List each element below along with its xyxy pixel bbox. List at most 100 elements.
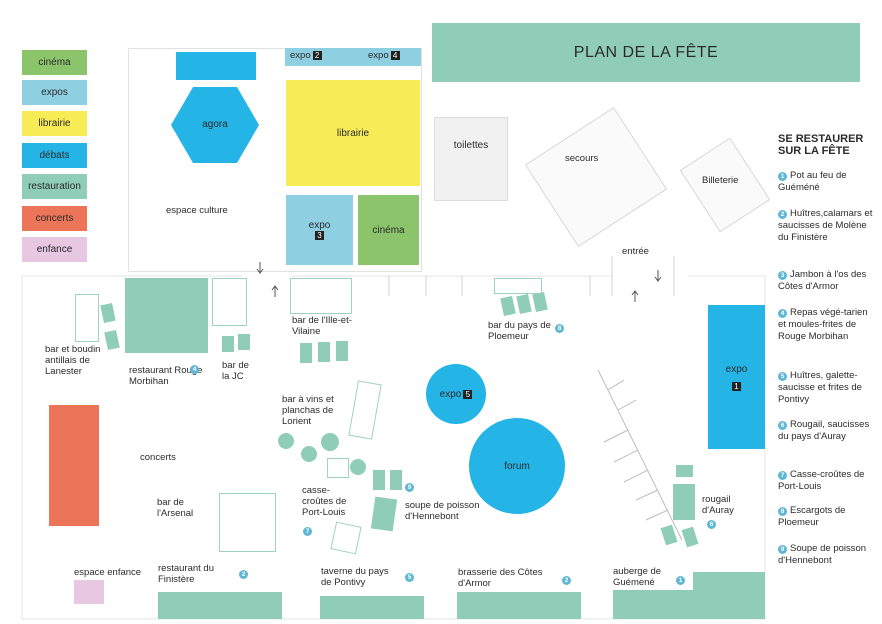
stand-block bbox=[300, 343, 312, 363]
stand-block bbox=[222, 336, 234, 352]
sidebar-item-number: 2 bbox=[778, 210, 787, 219]
stand-restaurant-finistere-number: 2 bbox=[239, 570, 248, 579]
stand-outline bbox=[494, 278, 542, 294]
fence-rib bbox=[603, 429, 629, 443]
table-round bbox=[350, 459, 366, 475]
expo-1-zone: expo 1 bbox=[708, 305, 765, 449]
stand-outline bbox=[327, 458, 349, 478]
legend-cinema: cinéma bbox=[22, 50, 87, 75]
stand-bar-arsenal-label: bar de l'Arsenal bbox=[157, 497, 194, 519]
fence-rib bbox=[607, 379, 625, 391]
sidebar-heading: SE RESTAURER SUR LA FÊTE bbox=[778, 133, 864, 157]
stand-taverne-label: taverne du pays de Pontivy bbox=[321, 566, 389, 588]
sidebar-item-number: 6 bbox=[778, 421, 787, 430]
stand-brasserie-zone bbox=[457, 592, 581, 619]
stand-block bbox=[238, 334, 250, 350]
stand-casse-croutes-number: 7 bbox=[303, 527, 312, 536]
stand-auberge-zone bbox=[613, 590, 765, 619]
stand-soupe-label: soupe de poisson d'Hennebont bbox=[405, 500, 480, 522]
stand-rouge-morbihan-number: 4 bbox=[190, 365, 199, 374]
stand-block bbox=[373, 470, 385, 490]
stand-bar-boudin-label: bar et boudin antillais de Lanester bbox=[45, 344, 101, 377]
stand-rougail-label: rougail d'Auray bbox=[702, 494, 734, 516]
cinema-zone: cinéma bbox=[358, 195, 419, 265]
secours-label: secours bbox=[565, 153, 599, 164]
stand-bar-ploemeur-label: bar du pays de Ploemeur bbox=[488, 320, 551, 342]
toilettes-zone: toilettes bbox=[434, 117, 508, 201]
stand-auberge-label: auberge de Guémené bbox=[613, 566, 662, 588]
stand-bar-vins-label: bar à vins et planchas de Lorient bbox=[282, 394, 334, 427]
sidebar-item-number: 3 bbox=[778, 271, 787, 280]
table-round bbox=[321, 433, 339, 451]
agora-roof bbox=[176, 52, 256, 80]
stand-auberge-zone-tall bbox=[693, 572, 765, 592]
arrow-down-head bbox=[256, 268, 264, 274]
stand-soupe-number: 9 bbox=[405, 483, 414, 492]
fence-rib bbox=[613, 449, 639, 463]
stand-block bbox=[676, 465, 693, 477]
sidebar-item-number: 5 bbox=[778, 372, 787, 381]
espace-enfance-zone bbox=[74, 580, 104, 604]
legend-restauration: restauration bbox=[22, 174, 87, 199]
stand-brasserie-label: brasserie des Côtes d'Armor bbox=[458, 567, 543, 589]
stand-taverne-zone bbox=[320, 596, 424, 619]
arrow-up-head bbox=[631, 290, 639, 296]
legend-librairie: librairie bbox=[22, 111, 87, 136]
concerts-stage bbox=[49, 405, 99, 526]
stand-outline bbox=[219, 493, 276, 552]
table-round bbox=[278, 433, 294, 449]
stand-block bbox=[673, 484, 695, 520]
stand-block bbox=[370, 496, 398, 532]
fence-rib bbox=[623, 469, 649, 483]
stand-taverne-number: 5 bbox=[405, 573, 414, 582]
table-round bbox=[301, 446, 317, 462]
forum-zone: forum bbox=[469, 418, 565, 514]
arrow-up-head bbox=[271, 285, 279, 291]
stand-outline bbox=[212, 278, 247, 326]
fence-spine bbox=[597, 369, 683, 541]
entree-label: entrée bbox=[622, 246, 649, 257]
stand-rouge-morbihan-zone bbox=[125, 278, 208, 353]
expo-2-number: 2 bbox=[312, 50, 322, 60]
stand-bar-ploemeur-number: 8 bbox=[555, 324, 564, 333]
stand-block bbox=[318, 342, 330, 362]
legend-enfance: enfance bbox=[22, 237, 87, 262]
legend-debats: débats bbox=[22, 143, 87, 168]
stand-restaurant-finistere-label: restaurant du Finistère bbox=[158, 563, 214, 585]
stand-brasserie-number: 2 bbox=[562, 576, 571, 585]
espace-culture-area bbox=[128, 48, 422, 272]
agora-shape bbox=[171, 87, 259, 163]
sidebar-item-number: 7 bbox=[778, 471, 787, 480]
expo-4-number: 4 bbox=[390, 50, 400, 60]
agora-hexagon bbox=[171, 87, 259, 163]
stand-casse-croutes-label: casse-croûtes de Port-Louis bbox=[302, 485, 347, 518]
stand-bar-ille-label: bar de l'Ille-et-Vilaine bbox=[292, 315, 352, 337]
arrow-down-head bbox=[654, 276, 662, 282]
agora-label: agora bbox=[202, 118, 228, 130]
stand-rougail-number: 6 bbox=[707, 520, 716, 529]
legend-expos: expos bbox=[22, 80, 87, 105]
espace-culture-label: espace culture bbox=[166, 205, 228, 216]
fence-rib bbox=[645, 509, 669, 521]
espace-enfance-label: espace enfance bbox=[74, 567, 142, 578]
stand-outline bbox=[290, 278, 352, 314]
sidebar-item-number: 4 bbox=[778, 309, 787, 318]
stand-outline bbox=[75, 294, 99, 342]
stand-block bbox=[390, 470, 402, 490]
fence-rib bbox=[635, 489, 659, 501]
expo-5-number: 5 bbox=[463, 389, 473, 399]
stand-rouge-morbihan-label: restaurant Rouge Morbihan bbox=[129, 365, 203, 387]
sidebar-item-number: 8 bbox=[778, 507, 787, 516]
stand-block bbox=[336, 341, 348, 361]
expo-3-number: 3 bbox=[315, 231, 324, 240]
enclosure-line bbox=[21, 275, 766, 620]
